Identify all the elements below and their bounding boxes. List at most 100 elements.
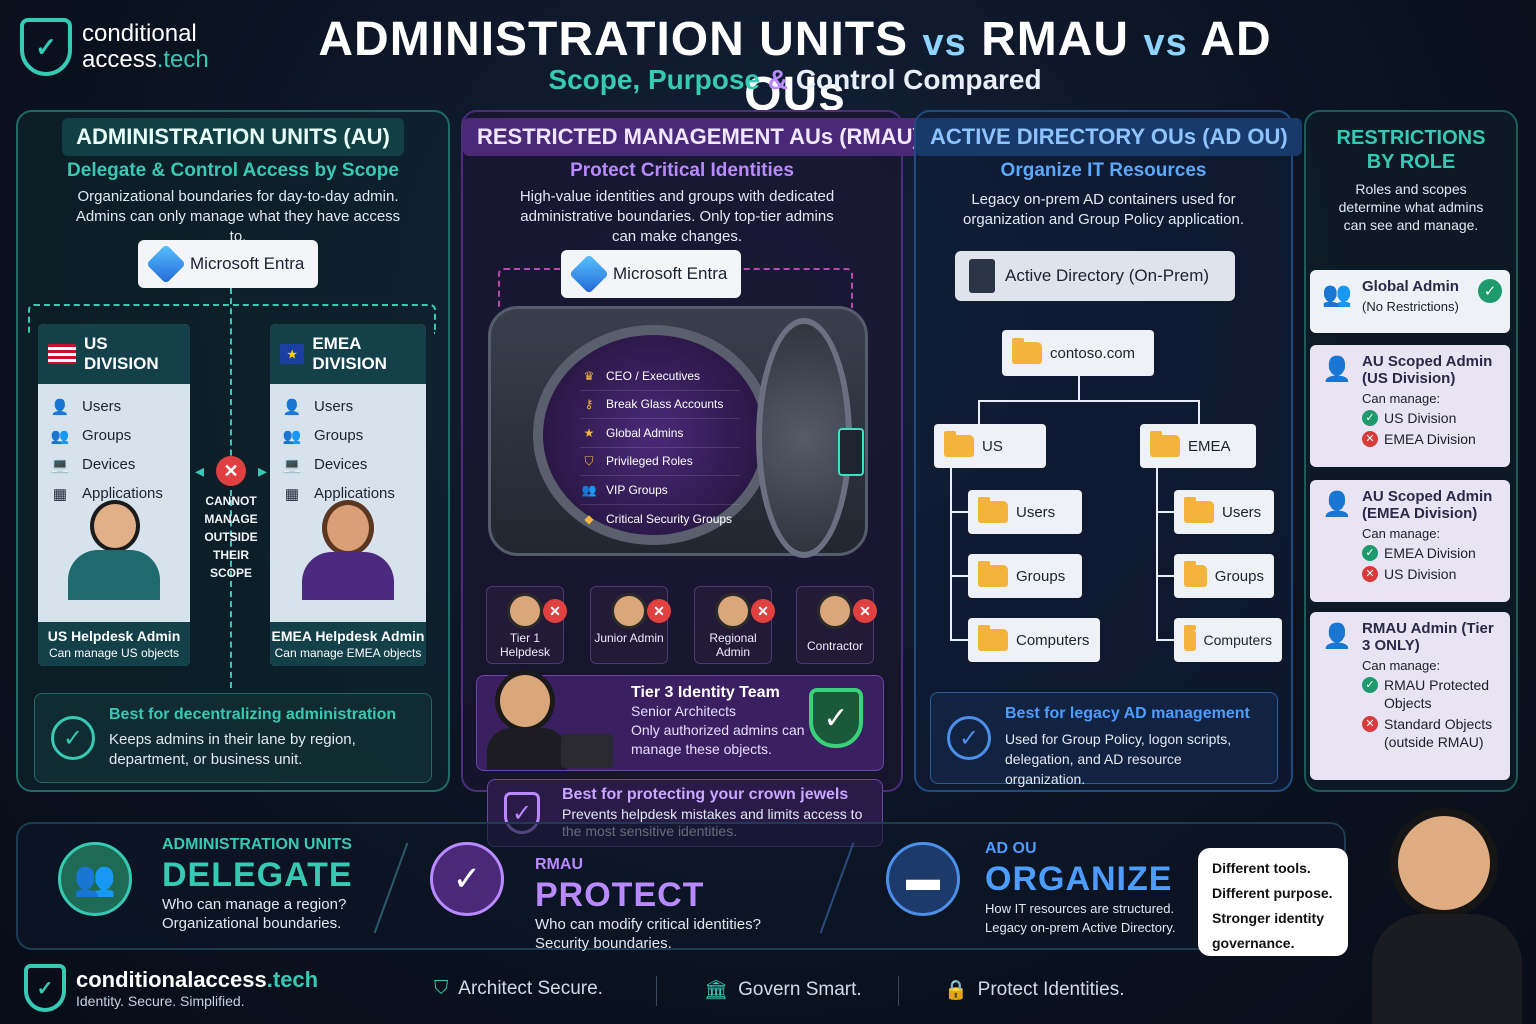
shield-check-icon: ✓ bbox=[24, 964, 66, 1012]
au-best-desc: Keeps admins in their lane by region, de… bbox=[109, 731, 356, 768]
au-title: ADMINISTRATION UNITS (AU) bbox=[62, 118, 404, 156]
folder-emea-computers: Computers bbox=[1174, 618, 1282, 662]
speech-bubble: Different tools. Different purpose. Stro… bbox=[1198, 848, 1348, 956]
rmau-best-title: Best for protecting your crown jewels bbox=[562, 786, 849, 803]
person-icon bbox=[507, 593, 543, 629]
subtitle-c: Control Compared bbox=[795, 64, 1042, 95]
footer-govern: 🏛Govern Smart. bbox=[704, 979, 862, 1001]
summary-bar bbox=[16, 822, 1346, 950]
us-admin-sub: Can manage US objects bbox=[48, 646, 180, 660]
page-subtitle: Scope, Purpose & Control Compared bbox=[300, 64, 1290, 96]
tier3-title: Tier 3 Identity Team bbox=[631, 684, 780, 701]
footer-architect: ⛉Architect Secure. bbox=[434, 978, 603, 999]
us-flag-icon bbox=[48, 344, 76, 364]
rmau-entra-chip: Microsoft Entra bbox=[561, 250, 742, 298]
summary-rmau: RMAU PROTECT Who can modify critical ide… bbox=[535, 856, 761, 952]
brand-name-1: conditional bbox=[82, 20, 197, 47]
x-icon: ✕ bbox=[1362, 431, 1378, 447]
apps-icon: ▦ bbox=[52, 485, 68, 503]
summary-adou: AD OU ORGANIZE How IT resources are stru… bbox=[985, 840, 1176, 935]
apps-icon: ▦ bbox=[284, 485, 300, 503]
laptop-icon: 💻 bbox=[282, 456, 302, 474]
footer-protect: 🔒Protect Identities. bbox=[944, 979, 1125, 1001]
check-circle-icon: ✓ bbox=[51, 716, 95, 760]
folder-icon bbox=[1184, 625, 1196, 651]
adou-desc: Legacy on-prem AD containers used for or… bbox=[962, 191, 1244, 228]
check-icon: ✓ bbox=[1362, 545, 1378, 561]
folder-emea-users: Users bbox=[1174, 490, 1274, 534]
au-heading: Delegate & Control Access by Scope bbox=[67, 160, 399, 181]
folder-contoso: contoso.com bbox=[1002, 330, 1154, 376]
crown-icon: ♛ bbox=[583, 368, 595, 383]
check-circle-icon: ✓ bbox=[947, 716, 991, 760]
page-title: ADMINISTRATION UNITS vs RMAU vs AD OUs bbox=[300, 12, 1290, 122]
tier3-desc: Only authorized admins can manage these … bbox=[631, 722, 805, 757]
adou-heading: Organize IT Resources bbox=[1000, 160, 1207, 181]
green-shield-check-icon: ✓ bbox=[809, 688, 863, 748]
emea-admin-avatar bbox=[302, 500, 394, 600]
building-icon: 🏛 bbox=[704, 980, 729, 1001]
admin-group-icon: 👥 bbox=[1322, 281, 1352, 308]
ad-chip: Active Directory (On-Prem) bbox=[955, 251, 1235, 301]
folder-icon bbox=[978, 561, 1008, 587]
x-icon: ✕ bbox=[751, 599, 775, 623]
title-vs-2: vs bbox=[1143, 22, 1188, 64]
server-icon bbox=[969, 259, 995, 293]
us-admin-avatar bbox=[68, 500, 160, 600]
mascot-avatar bbox=[1390, 808, 1498, 918]
scope-block: ◂✕▸ bbox=[195, 456, 267, 486]
folder-us-users: Users bbox=[968, 490, 1082, 534]
role-rmau-admin: 👤 RMAU Admin (Tier 3 ONLY) Can manage: ✓… bbox=[1310, 612, 1510, 780]
au-connector bbox=[230, 288, 232, 688]
tier3-avatar bbox=[495, 670, 555, 732]
title-rmau: RMAU bbox=[981, 13, 1130, 66]
x-icon: ✕ bbox=[1362, 716, 1378, 732]
au-entra-chip: Microsoft Entra bbox=[138, 240, 319, 288]
shield-check-icon: ✓ bbox=[20, 18, 72, 76]
laptop-icon: 💻 bbox=[50, 456, 70, 474]
entra-icon bbox=[569, 254, 609, 294]
person-icon bbox=[715, 593, 751, 629]
x-icon: ✕ bbox=[1362, 566, 1378, 582]
person-icon bbox=[611, 593, 647, 629]
group-icon: 👥 bbox=[282, 427, 302, 445]
x-icon: ✕ bbox=[216, 456, 246, 486]
footer-brand: ✓ conditionalaccess.tech Identity. Secur… bbox=[24, 964, 318, 1012]
us-admin-name: US Helpdesk Admin bbox=[47, 628, 181, 644]
folder-emea: EMEA bbox=[1140, 424, 1256, 468]
blocked-role-contractor: ✕Contractor bbox=[796, 586, 877, 664]
tier3-team-box: Tier 3 Identity Team Senior Architects O… bbox=[476, 670, 884, 771]
person-icon bbox=[817, 593, 853, 629]
eu-flag-icon: ★ bbox=[280, 344, 305, 364]
keypad-icon bbox=[838, 428, 864, 476]
brand-name-3: .tech bbox=[156, 46, 209, 73]
vault-list: ♛CEO / Executives ⚷Break Glass Accounts … bbox=[580, 362, 740, 533]
shield-check-icon: ✓ bbox=[430, 842, 504, 916]
folder-icon bbox=[1184, 561, 1207, 587]
roles-title: RESTRICTIONS BY ROLE bbox=[1336, 127, 1486, 173]
adou-best-desc: Used for Group Policy, logon scripts, de… bbox=[1005, 731, 1232, 787]
rmau-heading: Protect Critical Identities bbox=[570, 160, 794, 181]
subtitle-a: Scope, Purpose bbox=[548, 64, 761, 95]
admin-user-icon: 👤 bbox=[1322, 623, 1352, 650]
role-global-admin: 👥 Global Admin (No Restrictions) ✓ bbox=[1310, 270, 1510, 333]
rmau-title: RESTRICTED MANAGEMENT AUs (RMAU) bbox=[463, 118, 934, 156]
au-best-title: Best for decentralizing administration bbox=[109, 706, 397, 723]
arrow-right-icon: ▸ bbox=[257, 460, 267, 481]
user-icon: 👤 bbox=[50, 398, 70, 416]
subtitle-b: & bbox=[767, 64, 789, 95]
adou-best-box: ✓ Best for legacy AD management Used for… bbox=[930, 692, 1278, 787]
title-adou: AD OUs bbox=[744, 13, 1272, 121]
cannot-manage-label: CANNOT MANAGE OUTSIDE THEIR SCOPE bbox=[204, 494, 258, 580]
folder-icon bbox=[944, 431, 974, 457]
folder-emea-groups: Groups bbox=[1174, 554, 1274, 598]
folder-icon bbox=[978, 497, 1008, 523]
adou-best-title: Best for legacy AD management bbox=[1005, 705, 1250, 722]
x-icon: ✕ bbox=[647, 599, 671, 623]
emea-admin-sub: Can manage EMEA objects bbox=[274, 646, 422, 660]
adou-title: ACTIVE DIRECTORY OUs (AD OU) bbox=[916, 118, 1302, 156]
shield-icon: ⛉ bbox=[434, 978, 449, 999]
folder-icon bbox=[1012, 338, 1042, 364]
diamond-icon: ◆ bbox=[584, 511, 594, 526]
